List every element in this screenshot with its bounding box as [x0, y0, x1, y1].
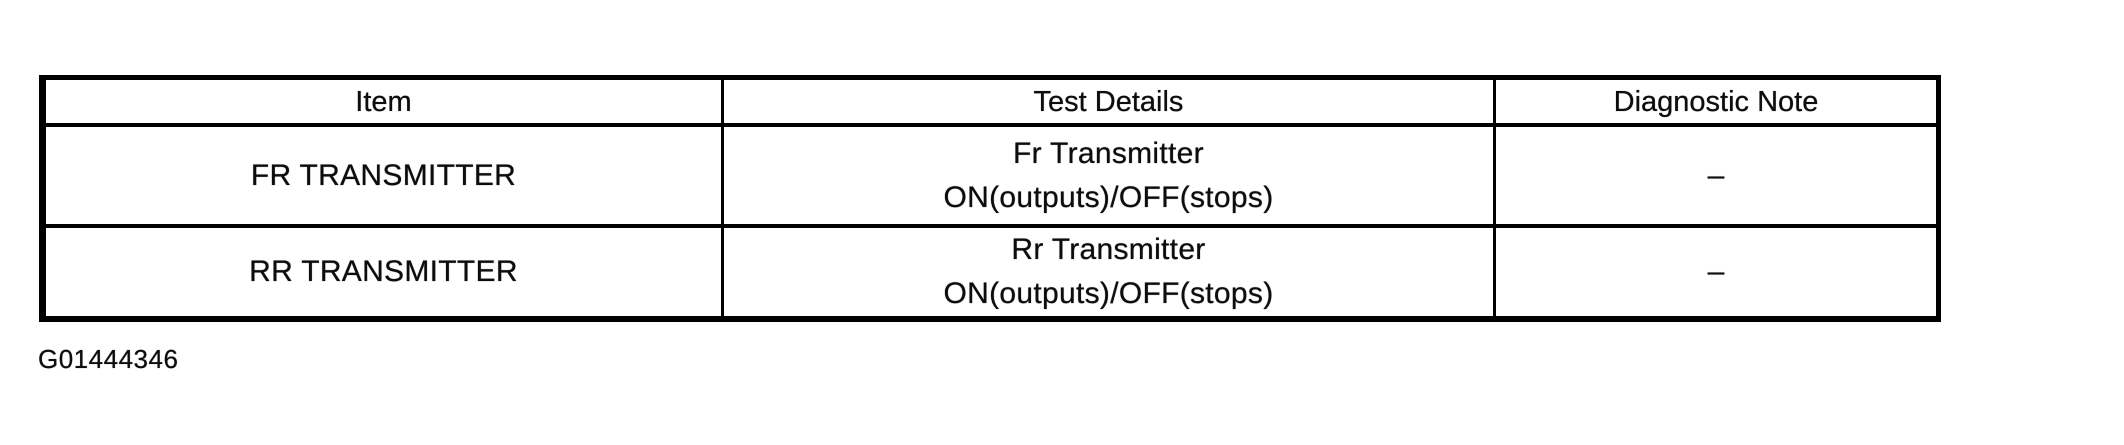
cell-test-details-rr: Rr Transmitter ON(outputs)/OFF(stops)	[724, 228, 1496, 316]
cell-diagnostic-note-fr: –	[1496, 127, 1936, 228]
figure-id-label: G01444346	[38, 344, 179, 374]
column-header-item: Item	[46, 80, 724, 127]
diagnostic-table: Item Test Details Diagnostic Note FR TRA…	[39, 75, 1941, 322]
test-details-line-2: ON(outputs)/OFF(stops)	[943, 180, 1274, 214]
cell-item-fr-transmitter: FR TRANSMITTER	[46, 127, 724, 228]
test-details-line-1: Fr Transmitter	[1013, 136, 1204, 170]
cell-item-rr-transmitter: RR TRANSMITTER	[46, 228, 724, 316]
test-details-line-2: ON(outputs)/OFF(stops)	[943, 277, 1274, 310]
test-details-line-1: Rr Transmitter	[1011, 233, 1206, 266]
column-header-test-details: Test Details	[724, 80, 1496, 127]
cell-diagnostic-note-rr: –	[1707, 255, 1725, 288]
cell-test-details-fr: Fr Transmitter ON(outputs)/OFF(stops)	[724, 127, 1496, 228]
column-header-diagnostic-note: Diagnostic Note	[1496, 80, 1936, 127]
